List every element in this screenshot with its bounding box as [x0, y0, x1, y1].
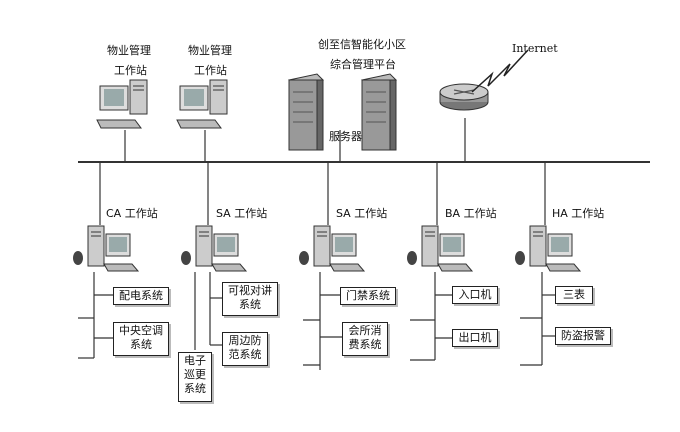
desktop-computer-icon: [96, 79, 148, 129]
desktop-computer-icon: [515, 225, 582, 272]
platform-title: 创至信智能化小区: [318, 38, 406, 51]
subsystem-club-consumption: 会所消 费系统: [342, 322, 388, 356]
subsystem-three-meters: 三表: [555, 286, 593, 304]
server-tower-icon: [360, 73, 398, 151]
desktop-computer-icon: [407, 225, 474, 272]
subsystem-power-distribution: 配电系统: [113, 287, 169, 305]
server-label: 服务器: [329, 130, 362, 143]
station-label-ha: HA 工作站: [552, 207, 605, 220]
desktop-computer-icon: [176, 79, 228, 129]
subsystem-exit-unit: 出口机: [452, 329, 498, 347]
subsystem-entry-unit: 入口机: [452, 286, 498, 304]
internet-label: Internet: [512, 42, 558, 55]
desktop-computer-icon: [73, 225, 140, 272]
ws2-title: 物业管理: [188, 44, 232, 57]
desktop-computer-icon: [299, 225, 366, 272]
subsystem-video-intercom: 可视对讲 系统: [222, 282, 278, 316]
lightning-link-icon: [471, 49, 529, 93]
router-icon: [439, 83, 489, 111]
station-label-ca: CA 工作站: [106, 207, 158, 220]
subsystem-perimeter-defense: 周边防 范系统: [222, 332, 268, 366]
subsystem-burglar-alarm: 防盗报警: [555, 327, 611, 345]
ws2-subtitle: 工作站: [194, 64, 227, 77]
desktop-computer-icon: [181, 225, 248, 272]
server-tower-icon: [287, 73, 325, 151]
subsystem-access-control: 门禁系统: [340, 287, 396, 305]
station-label-sa-1: SA 工作站: [216, 207, 268, 220]
platform-subtitle: 综合管理平台: [330, 58, 396, 71]
subsystem-guard-patrol: 电子 巡更 系统: [178, 352, 212, 402]
station-label-ba: BA 工作站: [445, 207, 497, 220]
ws1-subtitle: 工作站: [114, 64, 147, 77]
subsystem-central-ac: 中央空调 系统: [113, 322, 169, 356]
ws1-title: 物业管理: [107, 44, 151, 57]
station-label-sa-2: SA 工作站: [336, 207, 388, 220]
